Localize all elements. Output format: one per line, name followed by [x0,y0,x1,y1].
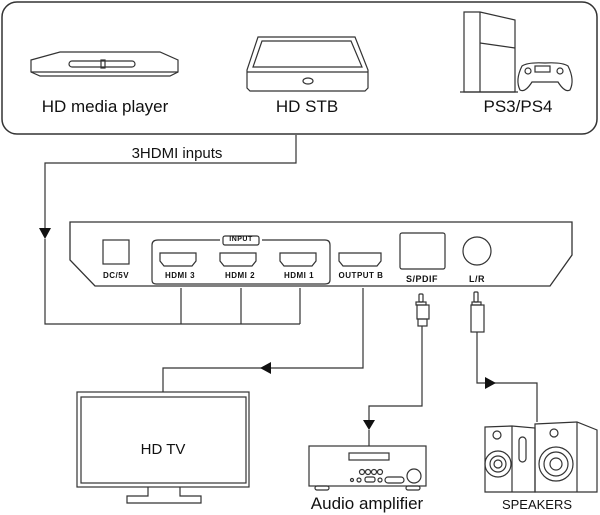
amplifier-icon [308,445,427,491]
input-group-frame [151,239,331,285]
set-top-box-icon [246,36,369,92]
speakers-icon [484,421,598,493]
amplifier-label: Audio amplifier [310,494,424,513]
hdmi-wire-bus [44,239,300,325]
input-group-badge [222,235,260,246]
dc-port[interactable] [102,239,130,265]
spdif-port[interactable] [399,232,446,270]
arrow-right-icon [485,377,496,389]
arrow-down-icon [39,228,51,239]
lr-wire [476,332,538,422]
tv-icon [76,391,250,504]
lr-port[interactable] [462,236,492,266]
output-b-port[interactable] [338,252,382,267]
dc-port-label: DC/5V [102,271,130,280]
hdmi1-port[interactable] [279,252,317,267]
output-b-wire [162,288,364,392]
game-console-icon [460,11,573,93]
switch-device-body [69,221,573,287]
media-player-icon [30,51,179,77]
output-b-label: OUTPUT B [338,271,384,280]
source-label-media-player: HD media player [41,97,169,116]
lr-plug-icon [470,291,485,333]
hdmi-input-line [44,135,297,230]
speakers-label: SPEAKERS [501,497,573,512]
tv-label: HD TV [140,441,186,458]
source-label-console: PS3/PS4 [483,97,553,116]
hdmi-inputs-label: 3HDMI inputs [131,145,223,162]
hdmi1-label: HDMI 1 [283,271,315,280]
spdif-plug-icon [415,293,430,327]
spdif-wire [368,326,423,420]
sources-panel [1,1,598,135]
hdmi3-label: HDMI 3 [164,271,196,280]
input-group-label: INPUT [229,236,253,243]
hdmi2-port[interactable] [219,252,257,267]
arrow-left-icon [260,362,271,374]
source-label-stb: HD STB [275,97,339,116]
spdif-label: S/PDIF [405,274,439,284]
hdmi2-label: HDMI 2 [224,271,256,280]
arrow-down-icon [363,420,375,430]
hdmi3-port[interactable] [159,252,197,267]
lr-label: L/R [469,274,485,284]
